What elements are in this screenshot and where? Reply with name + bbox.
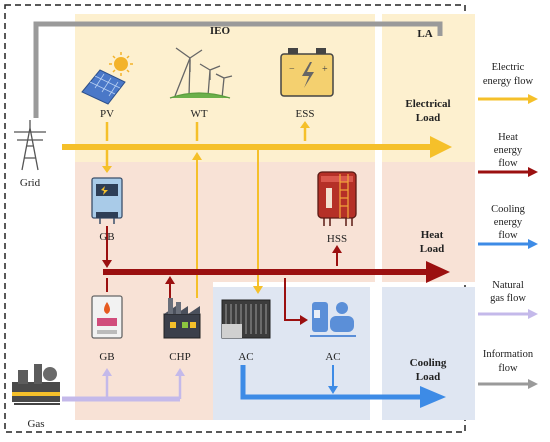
- heat-load-label-line1: Heat: [421, 229, 444, 241]
- legend-info-line1: Information: [483, 349, 534, 360]
- legend-heat-line3: flow: [498, 158, 518, 169]
- wind-turbine-icon: [169, 47, 233, 99]
- gas-boiler-icon: [91, 295, 123, 339]
- legend-gas-line2: gas flow: [490, 293, 526, 304]
- svg-text:−: −: [289, 64, 295, 75]
- electrical-load-label-line2: Load: [416, 112, 440, 124]
- svg-text:+: +: [322, 64, 328, 75]
- legend-electric-line1: Electric: [492, 62, 525, 73]
- legend-info-line2: flow: [498, 363, 518, 374]
- legend: Electric energy flow Heat energy flow Co…: [478, 62, 538, 389]
- power-tower-icon: [14, 120, 46, 171]
- gb-top-label: GB: [99, 231, 114, 243]
- ess-label: ESS: [296, 108, 315, 120]
- legend-cooling-line1: Cooling: [491, 204, 526, 215]
- ac-left-label: AC: [238, 351, 253, 363]
- wt-label: WT: [190, 108, 207, 120]
- absorption-chiller-icon: [310, 302, 356, 337]
- electric-bus-arrowhead: [430, 136, 452, 158]
- legend-gas-line1: Natural: [492, 280, 524, 291]
- grid-label: Grid: [20, 177, 41, 189]
- hss-label: HSS: [327, 233, 347, 245]
- solar-panel-icon: [81, 52, 133, 105]
- gas-label: Gas: [27, 418, 44, 430]
- chp-plant-icon: [163, 298, 201, 339]
- legend-heat-line2: energy: [494, 145, 523, 156]
- region-label-ieo: IEO: [210, 25, 231, 37]
- info-flow-line: [33, 21, 443, 118]
- legend-heat-line1: Heat: [498, 132, 518, 143]
- cooling-bus-arrowhead: [420, 386, 446, 408]
- cooling-load-label-line1: Cooling: [410, 357, 447, 369]
- gas-plant-icon: [12, 364, 60, 405]
- legend-electric-line2: energy flow: [483, 76, 534, 87]
- cooling-load-label-line2: Load: [416, 371, 440, 383]
- electrical-load-label-line1: Electrical: [405, 98, 450, 110]
- heat-load-zone-bg: [382, 162, 475, 282]
- heat-load-label-line2: Load: [420, 243, 444, 255]
- ac-right-label: AC: [325, 351, 340, 363]
- legend-cooling-line2: energy: [494, 217, 523, 228]
- gb-bottom-label: GB: [99, 351, 114, 363]
- heat-storage-tank-icon: [317, 171, 357, 226]
- electric-load-zone-bg: [382, 14, 475, 162]
- battery-icon: − +: [280, 48, 334, 97]
- air-conditioner-icon: [221, 299, 271, 339]
- region-label-la: LA: [417, 28, 432, 40]
- legend-cooling-line3: flow: [498, 230, 518, 241]
- chp-label: CHP: [169, 351, 190, 363]
- cooling-bus: [240, 365, 422, 400]
- pv-label: PV: [100, 108, 114, 120]
- gas-boiler-icon: [91, 177, 123, 224]
- heat-bus-arrowhead: [426, 261, 450, 283]
